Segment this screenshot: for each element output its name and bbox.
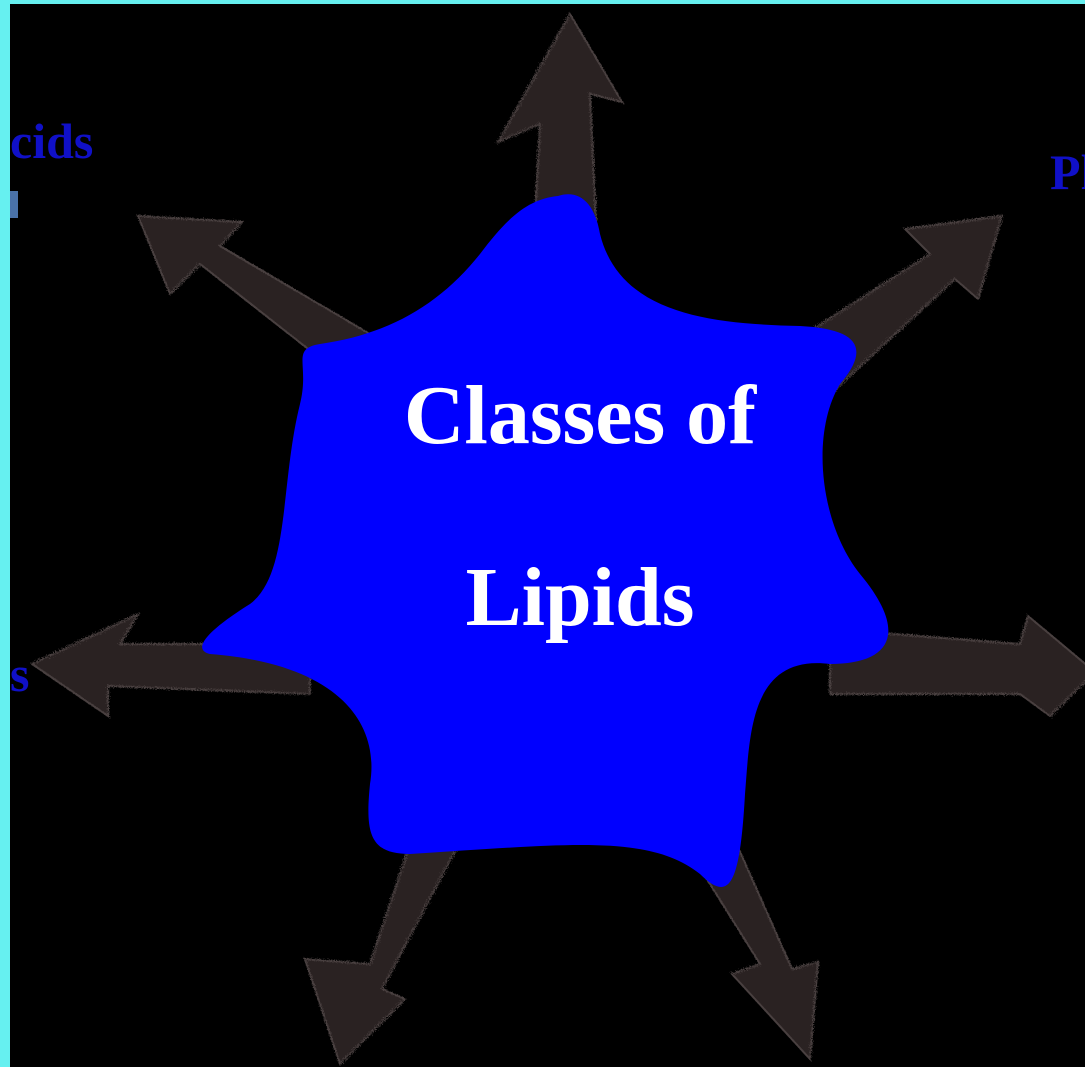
- lipid-classes-diagram: [10, 4, 1085, 1067]
- edge-label-mid-left: s: [10, 649, 29, 699]
- center-title-line2: Lipids: [310, 556, 850, 640]
- edge-label-top-left: cids: [10, 116, 93, 166]
- edge-label-top-right: Ph: [1050, 147, 1085, 197]
- center-title-line1: Classes of: [310, 374, 850, 458]
